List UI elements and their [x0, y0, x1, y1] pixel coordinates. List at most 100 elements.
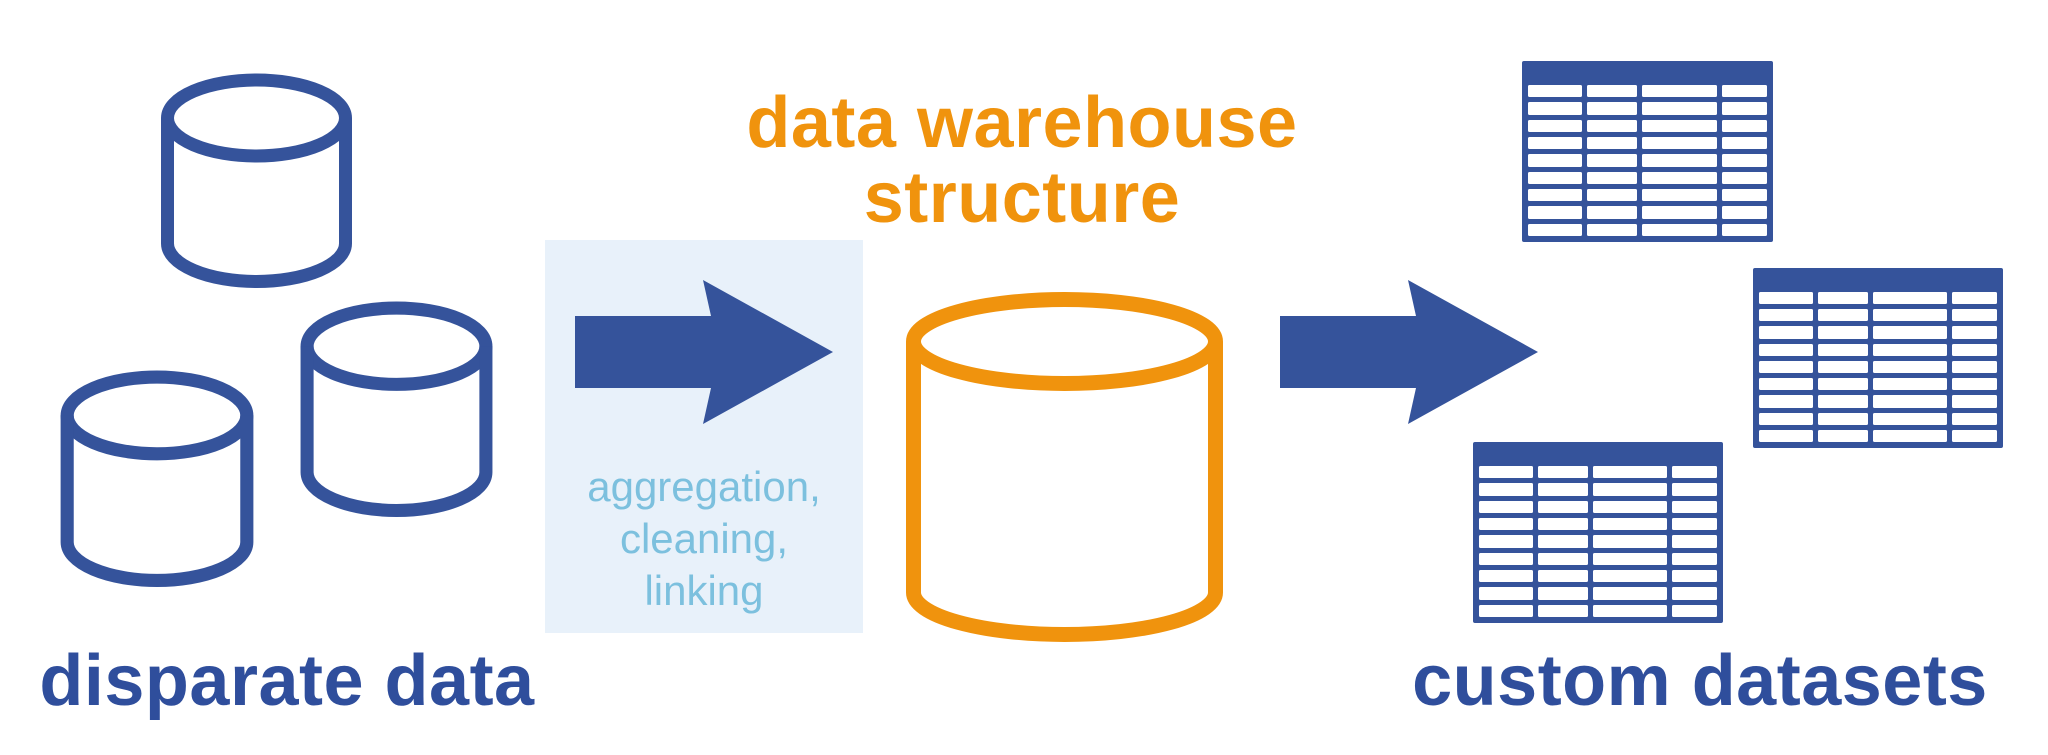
- table-cell: [1587, 102, 1638, 115]
- table-cell: [1642, 119, 1717, 132]
- table-cell: [1528, 206, 1583, 219]
- table-cell: [1671, 483, 1717, 496]
- table-cell: [1592, 604, 1667, 617]
- table-cell: [1671, 535, 1717, 548]
- table-cell: [1951, 378, 1997, 391]
- table-cell: [1671, 569, 1717, 583]
- table-cell: [1671, 552, 1717, 565]
- table-cell: [1642, 223, 1717, 236]
- table-cell: [1538, 535, 1588, 548]
- table-cell: [1538, 500, 1588, 513]
- table-cell: [1587, 188, 1638, 202]
- database-cylinder-icon: [161, 73, 352, 288]
- table-cell: [1528, 85, 1583, 98]
- table-cell: [1528, 171, 1583, 184]
- table-cell: [1818, 343, 1868, 356]
- table-cell: [1642, 85, 1717, 98]
- table-cell: [1592, 587, 1667, 600]
- table-cell: [1872, 326, 1947, 339]
- table-cell: [1538, 604, 1588, 617]
- table-header-bar: [1753, 268, 2003, 292]
- table-cell: [1528, 102, 1583, 115]
- table-cell: [1479, 517, 1534, 531]
- table-cell: [1951, 292, 1997, 305]
- table-cell: [1592, 569, 1667, 583]
- dataset-table-icon: [1753, 268, 2003, 448]
- table-cell: [1872, 292, 1947, 305]
- table-cell: [1951, 326, 1997, 339]
- database-cylinder-icon: [300, 301, 493, 517]
- table-cell: [1592, 466, 1667, 479]
- table-cell: [1479, 552, 1534, 565]
- table-cell: [1479, 483, 1534, 496]
- table-cell: [1951, 360, 1997, 374]
- table-cell: [1528, 188, 1583, 202]
- table-cell: [1671, 517, 1717, 531]
- table-cell: [1721, 188, 1767, 202]
- process-caption: aggregation, cleaning, linking: [587, 462, 821, 614]
- table-cell: [1872, 395, 1947, 408]
- table-cell: [1592, 517, 1667, 531]
- table-cell: [1872, 412, 1947, 425]
- table-cell: [1951, 395, 1997, 408]
- source-stage-label: disparate data: [39, 641, 535, 721]
- table-cell: [1538, 483, 1588, 496]
- table-cell: [1642, 188, 1717, 202]
- table-cell: [1587, 223, 1638, 236]
- table-cell: [1818, 395, 1868, 408]
- table-cell: [1721, 119, 1767, 132]
- table-cell: [1759, 360, 1814, 374]
- table-cell: [1721, 171, 1767, 184]
- table-cell: [1951, 309, 1997, 322]
- table-cell: [1721, 223, 1767, 236]
- table-cell: [1759, 412, 1814, 425]
- table-cell: [1759, 343, 1814, 356]
- table-cell: [1592, 552, 1667, 565]
- right-arrow-icon: [1280, 280, 1538, 424]
- table-grid: [1473, 466, 1723, 623]
- table-cell: [1479, 587, 1534, 600]
- output-stage-label: custom datasets: [1412, 641, 1988, 721]
- table-cell: [1671, 466, 1717, 479]
- table-cell: [1759, 309, 1814, 322]
- table-cell: [1721, 154, 1767, 167]
- table-cell: [1759, 378, 1814, 391]
- table-cell: [1587, 206, 1638, 219]
- table-cell: [1479, 500, 1534, 513]
- table-cell: [1592, 500, 1667, 513]
- table-header-bar: [1473, 442, 1723, 466]
- table-cell: [1721, 206, 1767, 219]
- table-cell: [1642, 171, 1717, 184]
- process-box: aggregation, cleaning, linking: [545, 240, 863, 633]
- table-cell: [1818, 378, 1868, 391]
- table-cell: [1721, 102, 1767, 115]
- table-cell: [1721, 85, 1767, 98]
- table-cell: [1528, 119, 1583, 132]
- table-cell: [1479, 535, 1534, 548]
- table-cell: [1671, 604, 1717, 617]
- warehouse-cylinder-icon: [906, 292, 1223, 642]
- table-cell: [1528, 154, 1583, 167]
- right-arrow-icon: [575, 280, 833, 424]
- table-cell: [1479, 604, 1534, 617]
- table-cell: [1818, 326, 1868, 339]
- table-cell: [1538, 587, 1588, 600]
- table-cell: [1951, 343, 1997, 356]
- table-cell: [1587, 154, 1638, 167]
- warehouse-stage-label: data warehouse structure: [746, 83, 1298, 238]
- table-cell: [1818, 309, 1868, 322]
- table-cell: [1538, 517, 1588, 531]
- table-header-bar: [1522, 61, 1773, 85]
- table-cell: [1818, 429, 1868, 442]
- table-cell: [1587, 119, 1638, 132]
- table-cell: [1759, 395, 1814, 408]
- table-cell: [1951, 412, 1997, 425]
- table-cell: [1872, 309, 1947, 322]
- table-cell: [1642, 154, 1717, 167]
- dataset-table-icon: [1522, 61, 1773, 242]
- table-cell: [1872, 343, 1947, 356]
- table-grid: [1753, 292, 2003, 448]
- table-cell: [1759, 292, 1814, 305]
- table-cell: [1479, 569, 1534, 583]
